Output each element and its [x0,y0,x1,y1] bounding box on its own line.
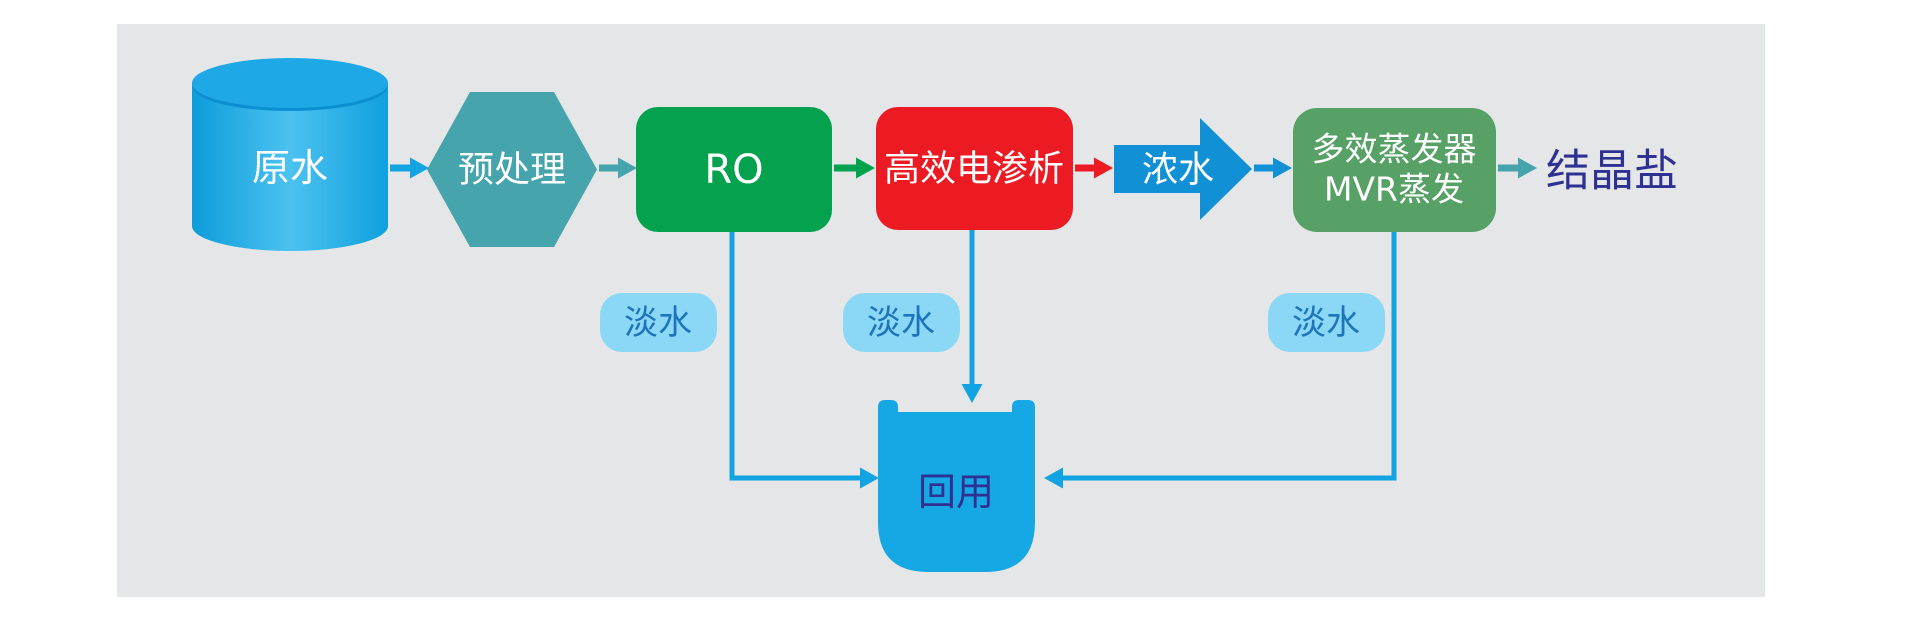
pretreatment-hexagon: 预处理 [427,92,597,247]
fresh-water-badge-electrodialysis: 淡水 [843,293,960,352]
reuse-label: 回用 [918,470,994,514]
raw-water-cylinder: 原水 [192,58,388,251]
connector-electrodialysis-to-reuse [961,230,983,403]
arrow-evaporator-to-crystal-salt-icon [1498,157,1537,179]
evaporator-label-line2: MVR蒸发 [1324,170,1464,209]
evaporator-box: 多效蒸发器 MVR蒸发 [1293,108,1496,232]
ro-label: RO [704,147,763,193]
fresh-water-label-evaporator: 淡水 [1292,303,1360,343]
concentrate-block-arrow: 浓水 [1114,118,1252,220]
evaporator-label-line1: 多效蒸发器 [1312,130,1477,169]
ro-box: RO [636,107,832,232]
reuse-tank: 回用 [878,400,1035,572]
concentrate-label: 浓水 [1142,150,1214,191]
arrowhead-right-icon [860,467,879,489]
arrow-ro-to-electrodialysis-icon [834,157,875,179]
raw-water-label: 原水 [252,146,328,190]
crystal-salt-label: 结晶盐 [1546,146,1678,197]
connector-evaporator-to-reuse [1044,232,1397,489]
cylinder-top [192,58,388,108]
arrow-electrodialysis-to-concentrate-icon [1075,157,1113,179]
arrow-concentrate-to-evaporator-icon [1254,157,1292,179]
fresh-water-label-ro: 淡水 [624,303,692,343]
pretreatment-label: 预处理 [458,150,566,191]
electrodialysis-label: 高效电渗析 [884,149,1064,190]
fresh-water-badge-ro: 淡水 [600,293,717,352]
arrow-pretreatment-to-ro-icon [599,157,637,179]
arrow-raw-to-pretreatment-icon [390,157,429,179]
arrowhead-down-icon [961,384,983,403]
fresh-water-label-electrodialysis: 淡水 [867,303,935,343]
electrodialysis-box: 高效电渗析 [876,107,1073,230]
fresh-water-badge-evaporator: 淡水 [1268,293,1385,352]
arrowhead-left-icon [1044,467,1063,489]
connector-ro-to-reuse [729,232,879,489]
